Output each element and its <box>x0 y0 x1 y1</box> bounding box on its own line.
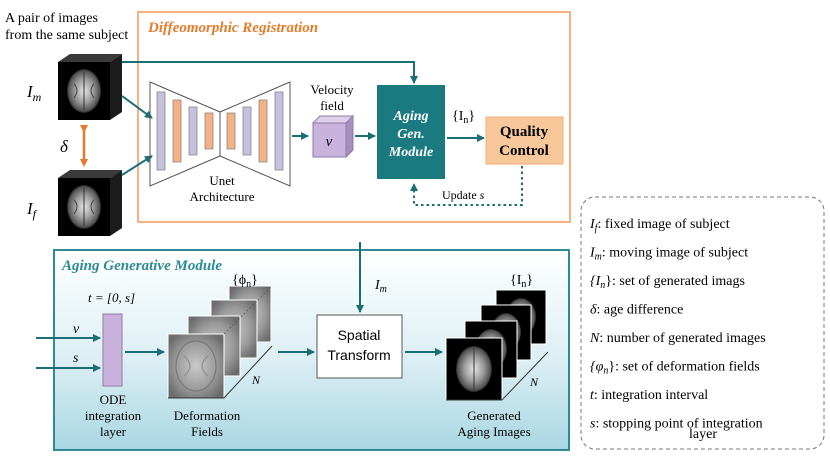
spatial-line1: Spatial <box>338 327 381 343</box>
moving-image-cube <box>58 54 122 120</box>
legend-item-text: : moving image of subject <box>602 246 748 261</box>
legend-last-line2: layer <box>689 427 717 442</box>
legend-item-subscript: m <box>595 252 602 263</box>
legend-item: t: integration interval <box>590 388 708 403</box>
generated-label-line2: Aging Images <box>457 424 530 439</box>
legend-item-symbol: I <box>589 217 596 232</box>
ode-integration-layer <box>102 313 123 387</box>
t-range-label: t = [0, s] <box>88 290 135 305</box>
legend-item-symbol: {I <box>590 274 602 289</box>
velocity-label-line2: field <box>320 98 344 113</box>
deform-label-line1: Deformation <box>174 408 241 423</box>
legend-item-text: : age difference <box>597 303 684 318</box>
legend-item: If: fixed image of subject <box>589 217 730 234</box>
legend-item-symbol: I <box>589 246 596 261</box>
update-label: Update s <box>442 188 485 202</box>
moving-to-aging-arrow <box>122 61 418 84</box>
legend-item: N: number of generated images <box>589 331 766 346</box>
velocity-label-line1: Velocity <box>310 82 354 97</box>
legend-item-symbol: δ <box>590 303 597 318</box>
fixed-label: If <box>26 199 38 221</box>
generated-images-stack <box>445 289 549 401</box>
legend-item: δ: age difference <box>590 303 683 318</box>
legend-item-symbol: {φ <box>590 360 604 375</box>
legend-item: s: stopping point of integration <box>590 417 763 432</box>
quality-line2: Control <box>499 143 549 159</box>
fixed-image-cube <box>58 170 122 236</box>
legend-item-text: : number of generated images <box>599 331 765 346</box>
deformation-fields-stack <box>167 285 273 399</box>
spatial-line2: Transform <box>327 347 390 363</box>
legend-item-text: : fixed image of subject <box>597 217 729 232</box>
registration-box <box>137 11 571 223</box>
legend-item-text: }: set of generated imags <box>605 274 745 289</box>
unet-label-line1: Unet <box>209 173 235 188</box>
legend-item: Im: moving image of subject <box>589 246 748 263</box>
phi-set-label: {ϕn} <box>232 273 258 290</box>
quality-control-box <box>485 116 564 165</box>
aging-gen-module-box <box>377 85 445 179</box>
legend-item-text: : stopping point of integration <box>595 417 762 432</box>
legend-item-symbol: s <box>590 417 596 432</box>
legend-item-symbol: t <box>590 388 595 403</box>
velocity-symbol: v <box>326 134 333 150</box>
legend-item: {φn}: set of deformation fields <box>590 360 760 377</box>
aging-box-line2: Gen. <box>397 127 425 142</box>
output-set-label: {In} <box>452 109 475 126</box>
ode-label-line2: integration <box>85 408 142 423</box>
im-label: Im <box>374 278 387 295</box>
ode-label-line3: layer <box>100 424 127 439</box>
legend-item: {In}: set of generated imags <box>590 274 745 291</box>
deform-label-line2: Fields <box>191 424 223 439</box>
velocity-cube <box>311 114 355 159</box>
spatial-transform-box <box>316 314 403 379</box>
aging-box-line1: Aging <box>392 109 428 124</box>
legend-item-text: : integration interval <box>594 388 708 403</box>
legend-item-subscript: n <box>600 280 605 291</box>
deform-n-label: N <box>251 373 261 387</box>
generated-label-line1: Generated <box>467 408 521 423</box>
ode-label-line1: ODE <box>100 392 127 407</box>
s-input-label: s <box>73 351 79 366</box>
gen-set-label: {In} <box>510 273 533 290</box>
aging-box-line3: Module <box>388 145 433 160</box>
v-input-label: v <box>73 322 80 337</box>
top-note-line1: A pair of images <box>5 11 98 26</box>
registration-title: Diffeomorphic Registration <box>147 20 318 36</box>
top-note-line2: from the same subject <box>5 28 128 43</box>
generated-n-label: N <box>529 375 539 389</box>
quality-line1: Quality <box>500 124 549 140</box>
generative-title: Aging Generative Module <box>61 258 222 274</box>
unet-label-line2: Architecture <box>190 189 255 204</box>
unet-diagram <box>149 81 291 187</box>
legend-item-symbol: N <box>589 331 600 346</box>
legend-box <box>580 196 825 450</box>
moving-label: Im <box>26 82 42 104</box>
legend-item-subscript: n <box>603 366 608 377</box>
legend-item-text: }: set of deformation fields <box>608 360 759 375</box>
moving-to-unet-arrow <box>121 95 153 119</box>
delta-label: δ <box>60 137 69 156</box>
fixed-to-unet-arrow <box>121 155 153 176</box>
legend-item-subscript: f <box>595 223 599 234</box>
